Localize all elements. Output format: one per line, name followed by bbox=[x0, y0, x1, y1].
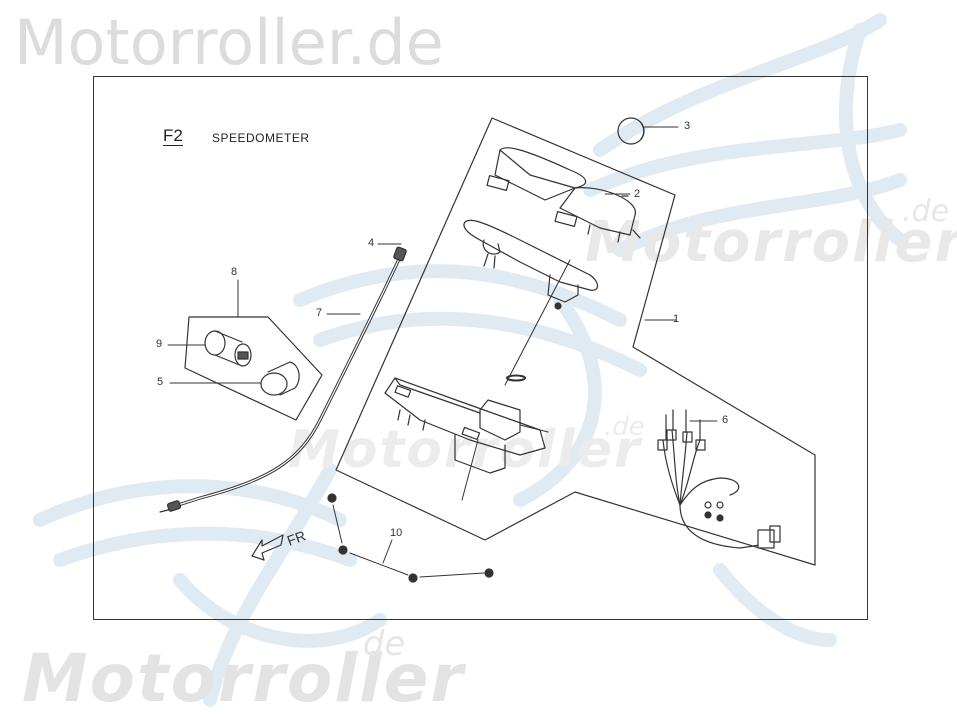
front-direction-arrow-icon bbox=[251, 534, 284, 561]
callout-7: 7 bbox=[316, 307, 323, 319]
watermark-logo-right-suffix: .de bbox=[902, 194, 950, 229]
meter-body-icon bbox=[384, 377, 549, 474]
callout-8: 8 bbox=[231, 266, 238, 278]
callout-9: 9 bbox=[156, 338, 163, 350]
watermark-logo-right: Motorroller bbox=[585, 210, 957, 275]
callout-2: 2 bbox=[634, 188, 641, 200]
callout-10: 10 bbox=[390, 527, 403, 539]
meter-cover-icon bbox=[486, 147, 641, 243]
callout-5: 5 bbox=[157, 376, 164, 388]
watermark-logo-middle-suffix: .de bbox=[604, 412, 645, 442]
callout-6: 6 bbox=[722, 414, 729, 426]
watermark-logo-bottom: Motorroller bbox=[22, 640, 465, 717]
bulb-socket-set-icon bbox=[167, 279, 323, 421]
speedometer-cable-icon bbox=[159, 243, 407, 513]
assembly-outline bbox=[335, 117, 816, 566]
section-code: F2 bbox=[163, 126, 183, 146]
round-lens-icon bbox=[617, 117, 679, 145]
meter-bracket-icon bbox=[463, 219, 599, 310]
callout-1: 1 bbox=[673, 313, 680, 325]
callout-3: 3 bbox=[684, 120, 691, 132]
guide-line bbox=[504, 259, 571, 386]
watermark-logo-bottom-suffix: .de bbox=[352, 624, 406, 664]
watermark-top-text: Motorroller.de bbox=[14, 6, 444, 79]
callout-4: 4 bbox=[368, 237, 375, 249]
screws-icon bbox=[327, 493, 494, 583]
diagram-frame bbox=[93, 76, 868, 620]
wire-harness-icon bbox=[657, 409, 781, 549]
section-title: SPEEDOMETER bbox=[212, 131, 310, 145]
